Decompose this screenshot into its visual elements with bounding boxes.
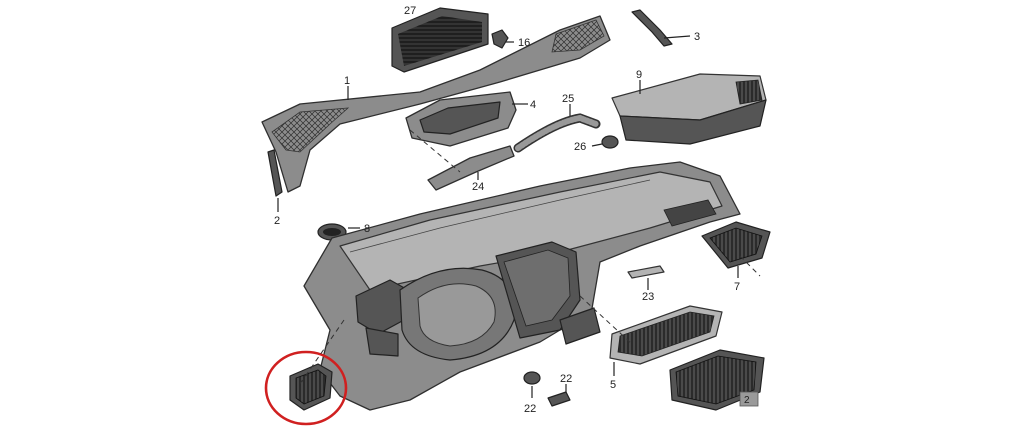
label-4: 4 [530,99,536,111]
part-7-right-vent [701,221,771,278]
part-23-pin [547,384,571,407]
label-1: 1 [344,75,350,87]
label-8: 8 [364,223,370,235]
part-28-grille-cover [391,7,489,73]
part-27-trim-strip [627,265,665,290]
left-vent-highlighted [264,350,348,426]
part-5-center-vent-frame [609,305,723,376]
part-3-bracket [631,9,691,47]
part-2-strip [267,149,283,212]
label-24: 24 [472,181,484,193]
part-25-hose [513,104,601,153]
label-9: 9 [636,69,642,81]
label-2: 2 [274,215,280,227]
label-7: 7 [734,281,740,293]
part-16-clip [491,29,514,49]
label-23: 22 [560,373,572,385]
label-5: 5 [610,379,616,391]
label-22: 22 [524,403,536,415]
part-1-plenum-panel [261,15,611,193]
label-25: 25 [562,93,574,105]
label-26: 26 [574,141,586,153]
part-24-side-duct [427,145,515,191]
badge-text: 2 [744,395,750,406]
part-26-grommet [591,135,619,149]
assembly-lines [299,129,761,385]
label-16: 16 [518,37,530,49]
part-4-duct [405,91,528,147]
dashboard-main-body [303,161,741,411]
part-9-glove-box [611,73,767,145]
label-3: 3 [694,31,700,43]
part-labels: 27 16 3 1 9 25 4 26 24 2 8 7 23 5 22 22 [274,5,740,415]
label-27: 23 [642,291,654,303]
part-22-knob [523,371,541,398]
highlight-circle [264,350,348,426]
corner-badge: 2 [739,391,759,407]
label-28: 27 [404,5,416,17]
